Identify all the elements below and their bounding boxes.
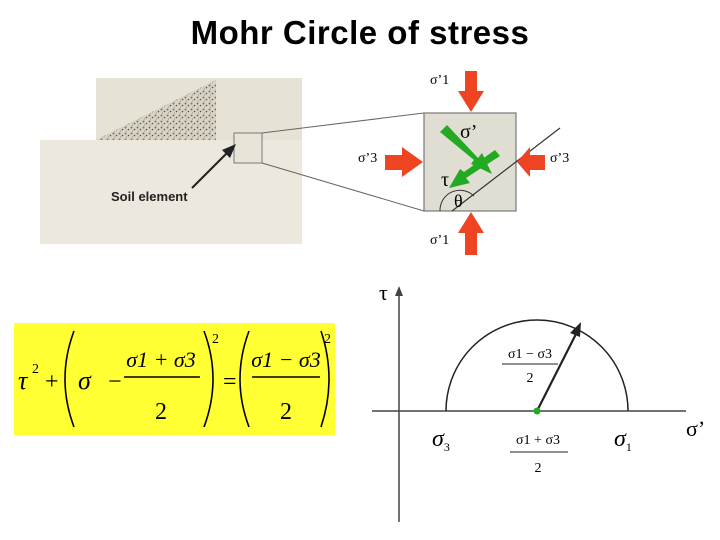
radius-denominator: 2	[527, 371, 534, 386]
radius-arrowhead	[570, 322, 581, 337]
sigma3-left-label: σ’3	[358, 151, 377, 166]
y-axis-label: τ	[379, 280, 388, 305]
eq-equals: =	[223, 369, 237, 395]
eq-numerator-right: σ1 − σ3	[251, 347, 321, 372]
shear-stress-arrow	[449, 150, 500, 188]
eq-denominator-left: 2	[155, 399, 167, 425]
eq-right-paren-open	[239, 330, 250, 428]
sigma3-right-label: σ’3	[550, 151, 569, 166]
eq-tau-power: 2	[32, 362, 39, 377]
sigma1-axis-label: σ1	[614, 426, 632, 454]
eq-tau: τ	[18, 366, 29, 395]
eq-minus: −	[108, 369, 122, 395]
sigma3-axis-label: σ3	[432, 426, 450, 454]
zoom-line-bottom	[261, 162, 425, 212]
sigma3-left-arrow	[385, 147, 423, 177]
page-title: Mohr Circle of stress	[190, 14, 530, 51]
zoom-line-top	[261, 112, 425, 134]
sigma3-right-arrow	[517, 147, 545, 177]
sigma1-bottom-arrow	[458, 212, 484, 255]
stress-element	[423, 112, 517, 212]
center-denominator: 2	[535, 461, 542, 476]
soil-photo	[40, 78, 302, 244]
sigma1-top-arrow	[458, 71, 484, 112]
radius-line	[536, 329, 579, 412]
eq-plus: +	[45, 369, 59, 395]
eq-left-paren-close	[203, 330, 214, 428]
mohr-circle	[445, 319, 629, 412]
gravel-slope	[96, 80, 216, 140]
y-axis-arrowhead	[395, 286, 403, 296]
soil-label-pointer	[191, 151, 229, 189]
eq-left-power: 2	[212, 332, 219, 347]
center-numerator: σ1 + σ3	[516, 433, 560, 448]
eq-numerator-left: σ1 + σ3	[126, 347, 196, 372]
theta-arc	[439, 189, 475, 212]
sigma1-bottom-label: σ’1	[430, 233, 449, 248]
eq-right-paren-close	[320, 330, 330, 428]
failure-plane	[451, 127, 561, 212]
eq-denominator-right: 2	[280, 399, 292, 425]
circle-center-point	[533, 407, 541, 415]
eq-right-power: 2	[324, 332, 331, 347]
mohr-equation: τ 2 + σ − σ1 + σ3 2 2 = σ1 − σ3 2 2	[18, 330, 331, 428]
shear-stress-label: τ	[441, 169, 449, 191]
radius-numerator: σ1 − σ3	[508, 347, 552, 362]
sigma1-top-label: σ’1	[430, 73, 449, 88]
soil-element-label: Soil element	[111, 189, 188, 204]
eq-left-paren-open	[64, 330, 75, 428]
equation-box: τ 2 + σ − σ1 + σ3 2 2 = σ1 − σ3 2 2	[14, 323, 335, 435]
eq-sigma: σ	[78, 366, 92, 395]
x-axis-label: σ’	[686, 416, 705, 441]
theta-label: θ	[454, 191, 463, 211]
soil-label-arrowhead	[222, 144, 236, 158]
normal-stress-label: σ’	[460, 121, 477, 143]
